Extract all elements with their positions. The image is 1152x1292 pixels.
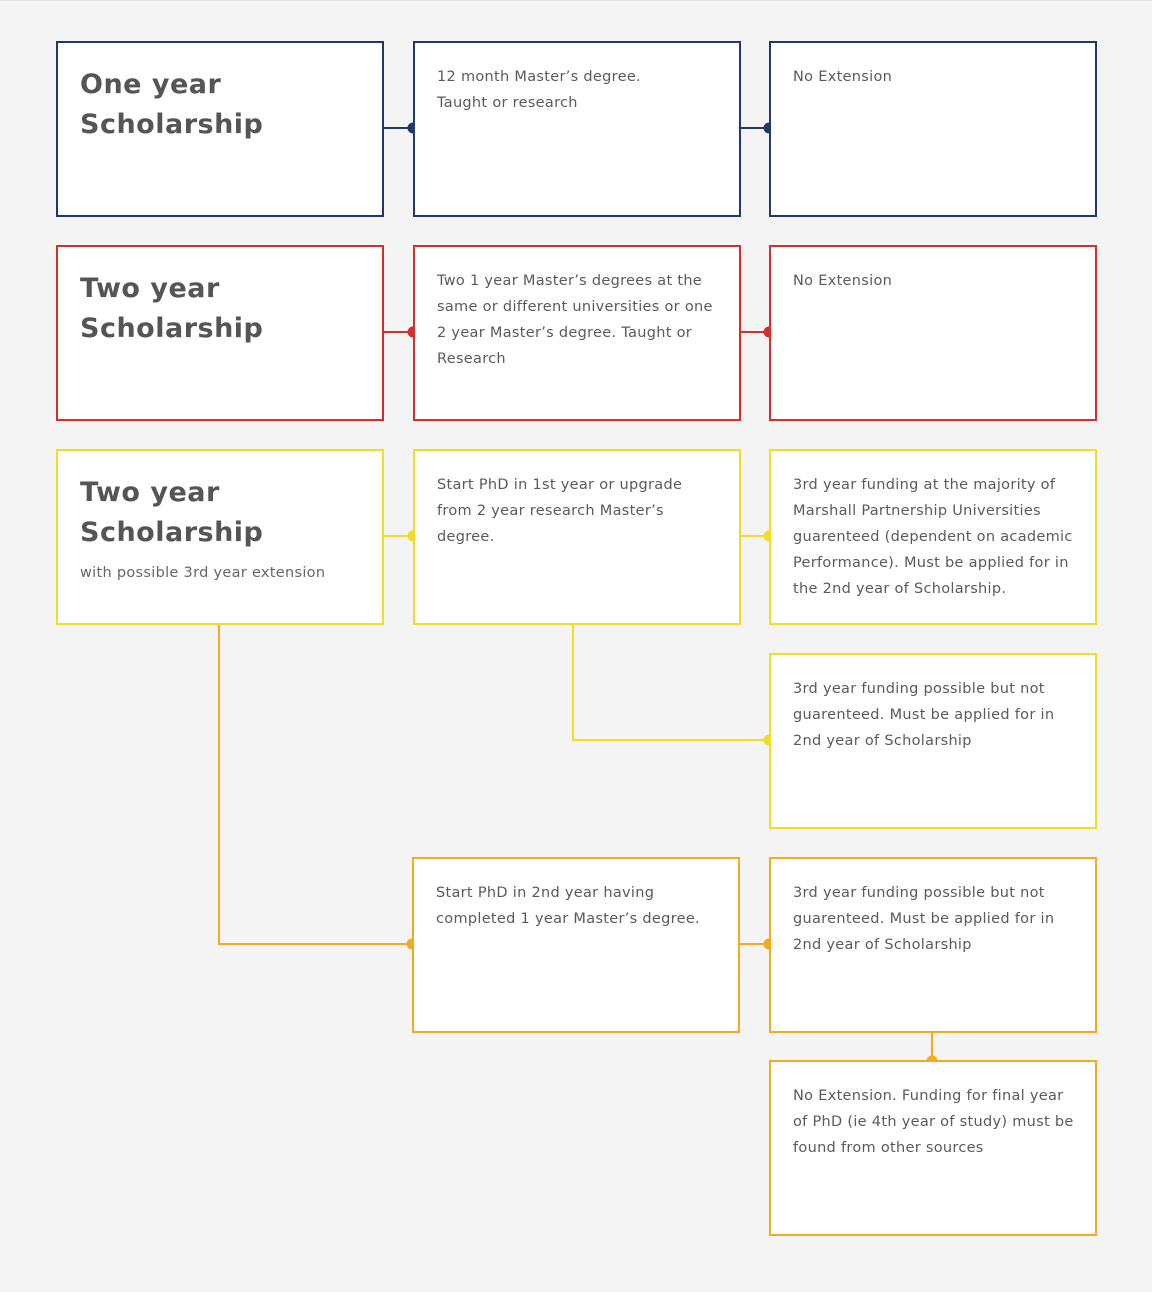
two-year-extension-card: No Extension <box>769 245 1097 421</box>
card-title: One year Scholarship <box>80 69 264 140</box>
card-title: Two year Scholarship <box>80 477 264 548</box>
card-description: 3rd year funding at the majority of Mars… <box>793 477 1073 597</box>
card-description: 3rd year funding possible but not guaren… <box>793 681 1055 749</box>
card-description: Start PhD in 2nd year having completed 1… <box>436 885 700 927</box>
card-description: No Extension <box>793 69 893 85</box>
card-subtitle: with possible 3rd year extension <box>80 565 326 581</box>
top-divider <box>0 0 1152 1</box>
card-title: Two year Scholarship <box>80 273 264 344</box>
funding-possible-card: 3rd year funding possible but not guaren… <box>769 653 1097 829</box>
funding-guaranteed-card: 3rd year funding at the majority of Mars… <box>769 449 1097 625</box>
card-description: Start PhD in 1st year or upgrade from 2 … <box>437 477 683 545</box>
two-year-course-card: Two 1 year Master’s degrees at the same … <box>413 245 741 421</box>
card-description: 3rd year funding possible but not guaren… <box>793 885 1055 953</box>
two-year-extension-scholarship-card: Two year Scholarship with possible 3rd y… <box>56 449 384 625</box>
one-year-course-card: 12 month Master’s degree. Taught or rese… <box>413 41 741 217</box>
connector-line <box>572 624 769 741</box>
phd-second-year-card: Start PhD in 2nd year having completed 1… <box>412 857 740 1033</box>
card-description: No Extension. Funding for final year of … <box>793 1088 1074 1156</box>
one-year-extension-card: No Extension <box>769 41 1097 217</box>
card-description: Two 1 year Master’s degrees at the same … <box>437 273 713 367</box>
phd-first-year-card: Start PhD in 1st year or upgrade from 2 … <box>413 449 741 625</box>
card-description: No Extension <box>793 273 893 289</box>
one-year-scholarship-card: One year Scholarship <box>56 41 384 217</box>
card-description: 12 month Master’s degree. Taught or rese… <box>437 69 641 111</box>
two-year-scholarship-card: Two year Scholarship <box>56 245 384 421</box>
no-extension-final-card: No Extension. Funding for final year of … <box>769 1060 1097 1236</box>
funding-possible-phd-card: 3rd year funding possible but not guaren… <box>769 857 1097 1033</box>
connector-line <box>218 624 412 945</box>
